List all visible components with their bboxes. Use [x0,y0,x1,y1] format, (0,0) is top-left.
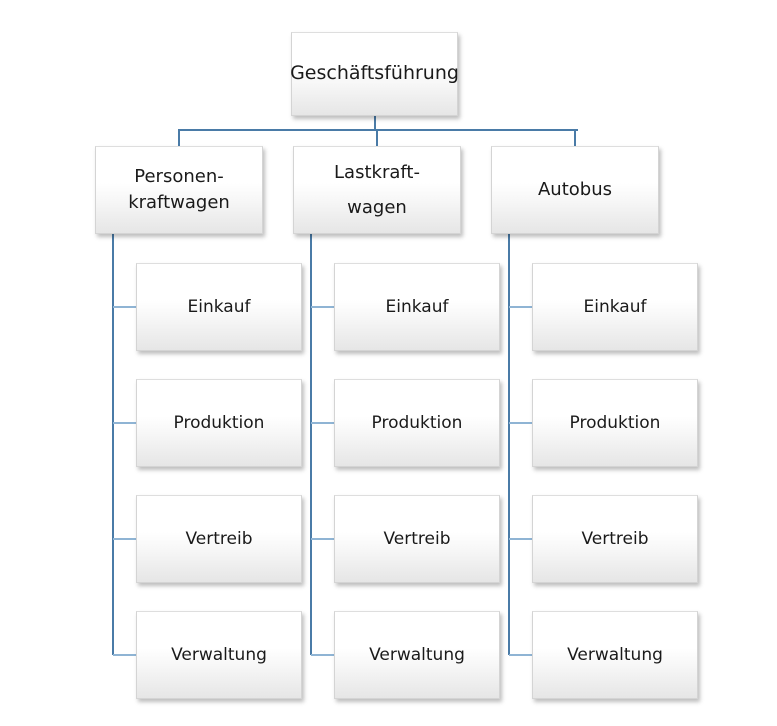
node-label: Produktion [173,412,265,433]
node-label: Vertreib [185,528,253,549]
node-division-2[interactable]: Autobus [491,146,659,234]
node-label: Einkauf [385,296,449,317]
node-label: Produktion [371,412,463,433]
node-department-2-1[interactable]: Produktion [532,379,698,467]
node-label: Vertreib [383,528,451,549]
node-label: Autobus [537,178,612,200]
node-geschaeftsfuehrung[interactable]: Geschäftsführung [290,32,459,116]
node-label: Vertreib [581,528,649,549]
node-label: Einkauf [187,296,251,317]
node-division-1[interactable]: Lastkraft- wagen [293,146,461,234]
node-label: Lastkraft- wagen [334,161,420,218]
node-label: Verwaltung [369,644,465,665]
node-label: Verwaltung [567,644,663,665]
node-label: Personen- kraftwagen [128,165,230,213]
node-department-1-2[interactable]: Vertreib [334,495,500,583]
node-label: Geschäftsführung [290,62,459,85]
node-department-0-0[interactable]: Einkauf [136,263,302,351]
node-department-1-1[interactable]: Produktion [334,379,500,467]
node-department-0-2[interactable]: Vertreib [136,495,302,583]
node-department-0-1[interactable]: Produktion [136,379,302,467]
node-label: Produktion [569,412,661,433]
node-department-1-3[interactable]: Verwaltung [334,611,500,699]
node-department-2-0[interactable]: Einkauf [532,263,698,351]
node-label: Einkauf [583,296,647,317]
node-department-2-2[interactable]: Vertreib [532,495,698,583]
node-division-0[interactable]: Personen- kraftwagen [95,146,263,234]
node-label: Verwaltung [171,644,267,665]
node-department-0-3[interactable]: Verwaltung [136,611,302,699]
node-department-2-3[interactable]: Verwaltung [532,611,698,699]
node-department-1-0[interactable]: Einkauf [334,263,500,351]
